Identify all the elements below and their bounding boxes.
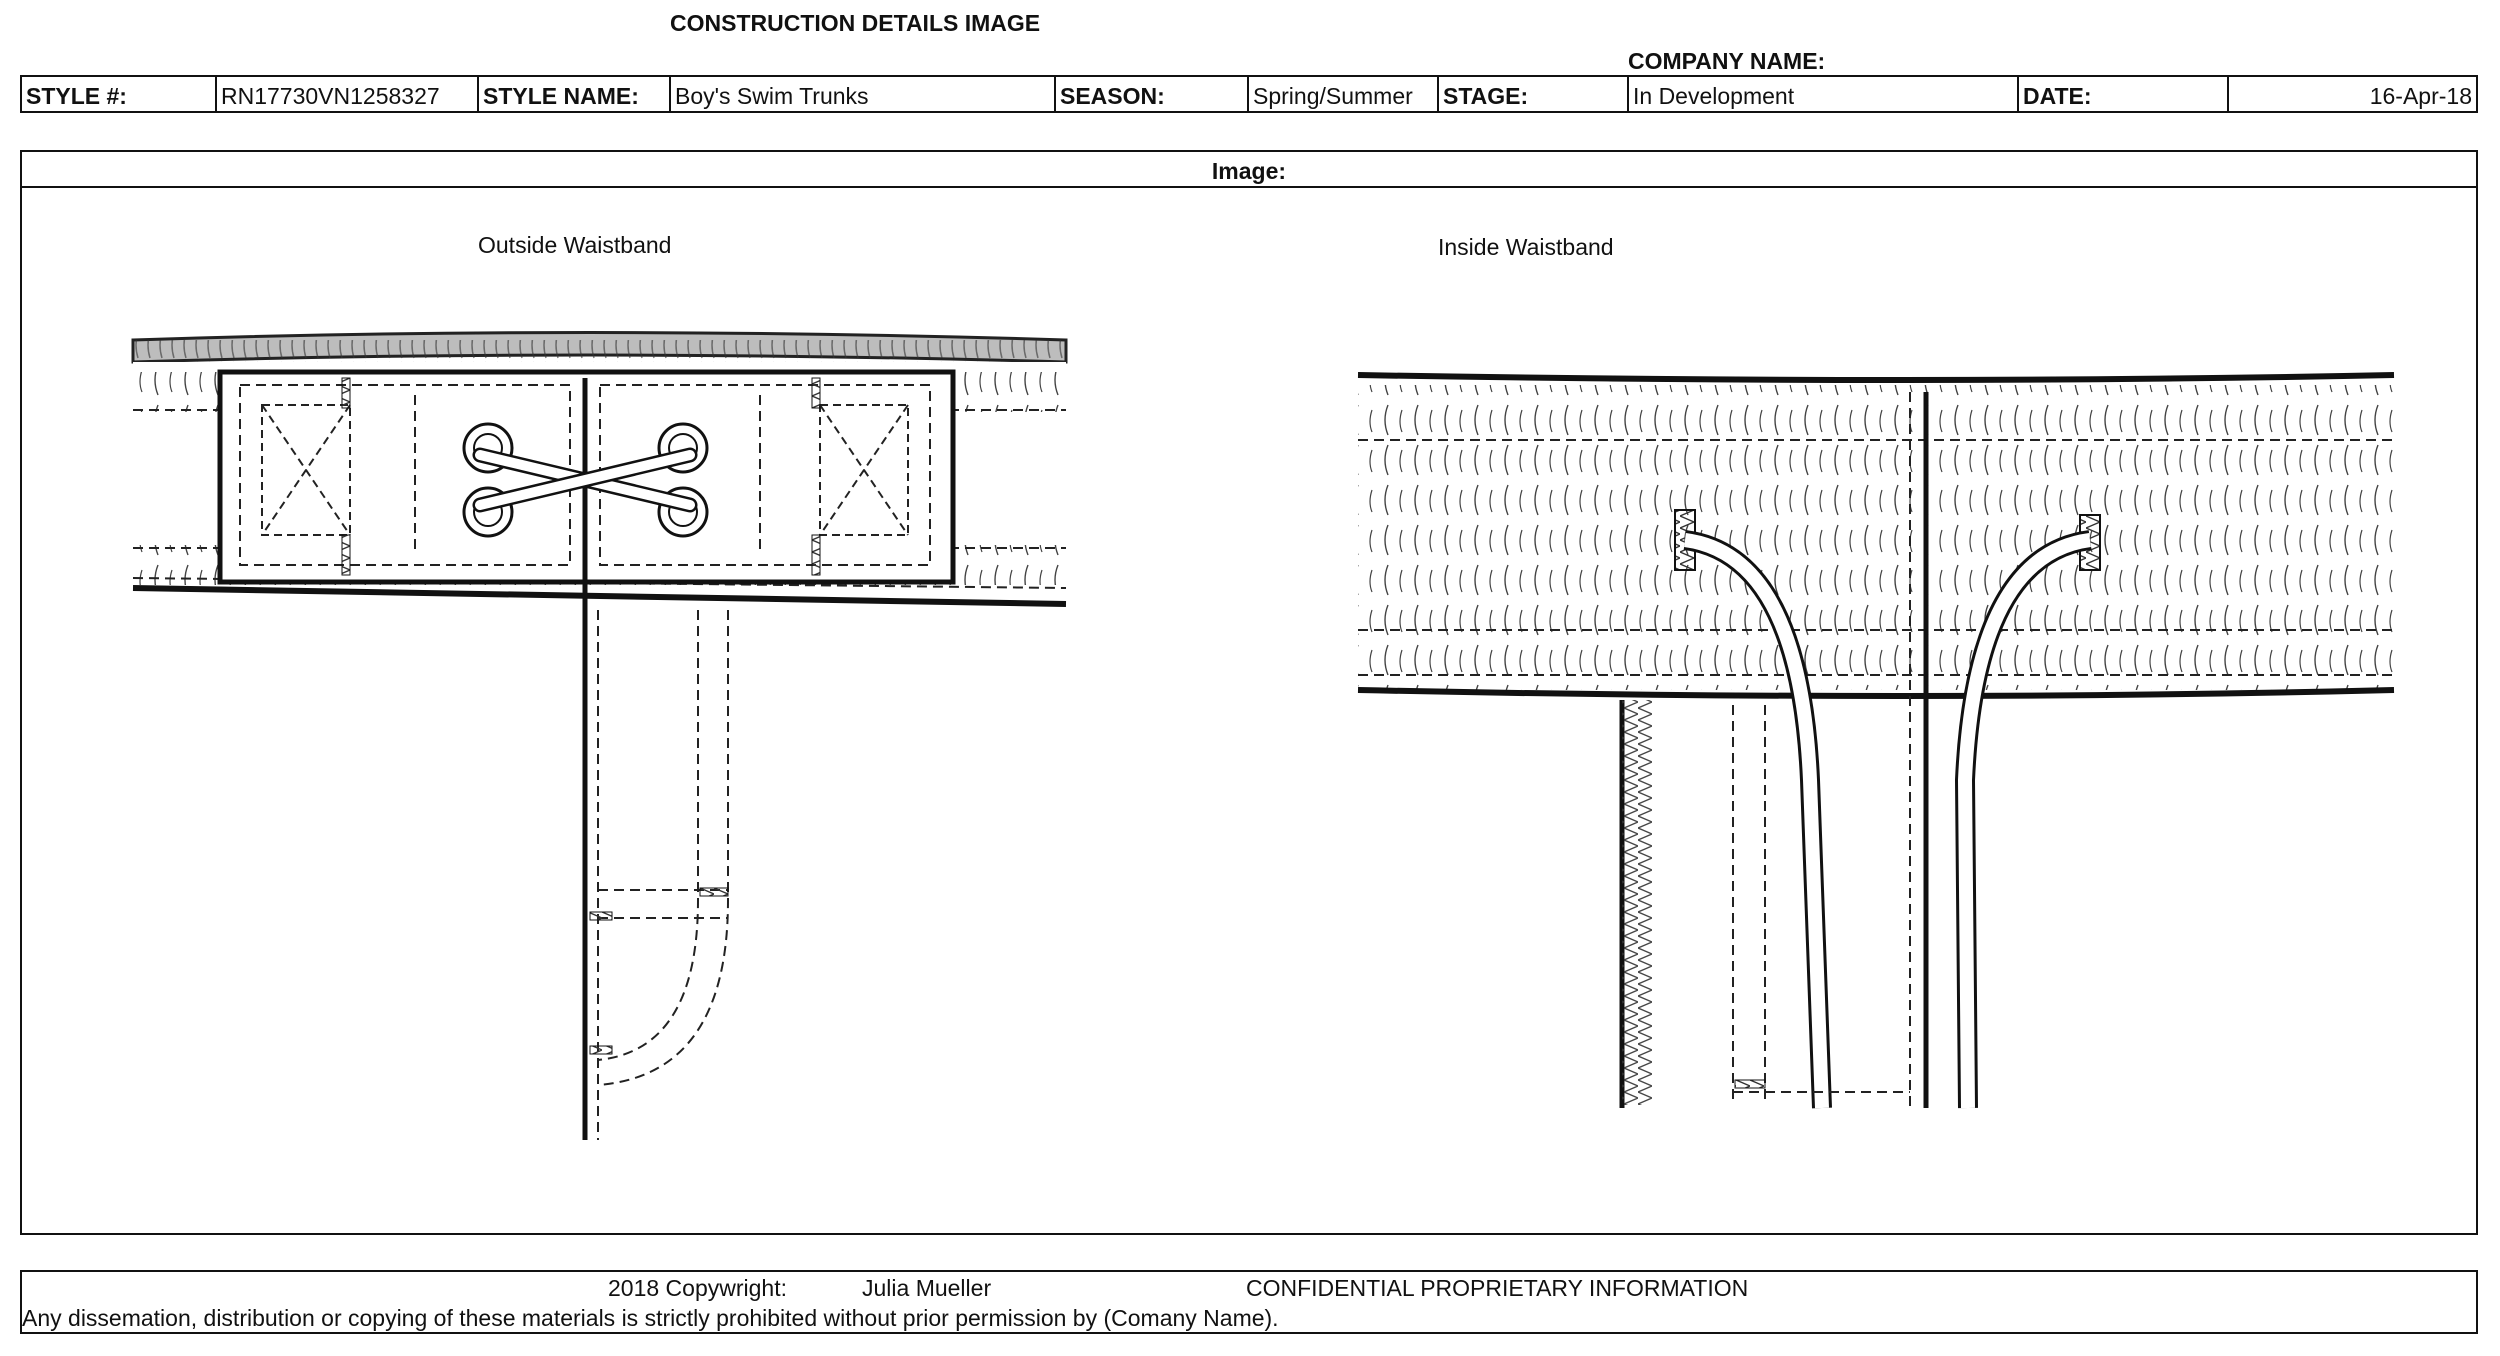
author-name: Julia Mueller (862, 1275, 992, 1301)
style-number-value: RN17730VN1258327 (217, 77, 479, 111)
company-name-label: COMPANY NAME: (1628, 48, 1826, 74)
stage-value: In Development (1629, 77, 2019, 111)
header-table: STYLE #: RN17730VN1258327 STYLE NAME: Bo… (20, 75, 2478, 113)
inside-waistband-drawing (1357, 372, 2395, 1109)
date-value: 16-Apr-18 (2369, 83, 2472, 109)
inside-waistband-label: Inside Waistband (1438, 234, 1614, 260)
stage-label: STAGE: (1439, 77, 1629, 111)
style-name-label: STYLE NAME: (479, 77, 671, 111)
image-section-label: Image: (20, 150, 2478, 188)
outside-waistband-drawing (131, 331, 1068, 1140)
document-title: CONSTRUCTION DETAILS IMAGE (670, 10, 1041, 36)
style-name-value: Boy's Swim Trunks (671, 77, 1056, 111)
confidential-notice: CONFIDENTIAL PROPRIETARY INFORMATION (1246, 1275, 1749, 1301)
date-label: DATE: (2019, 77, 2229, 111)
footer-box (20, 1270, 2478, 1334)
season-value: Spring/Summer (1249, 77, 1439, 111)
outside-waistband-label: Outside Waistband (478, 232, 672, 258)
image-panel (20, 150, 2478, 1235)
distribution-notice: Any dissemation, distribution or copying… (22, 1305, 1279, 1331)
style-number-label: STYLE #: (22, 77, 217, 111)
season-label: SEASON: (1056, 77, 1249, 111)
copyright-label: 2018 Copywright: (608, 1275, 787, 1301)
